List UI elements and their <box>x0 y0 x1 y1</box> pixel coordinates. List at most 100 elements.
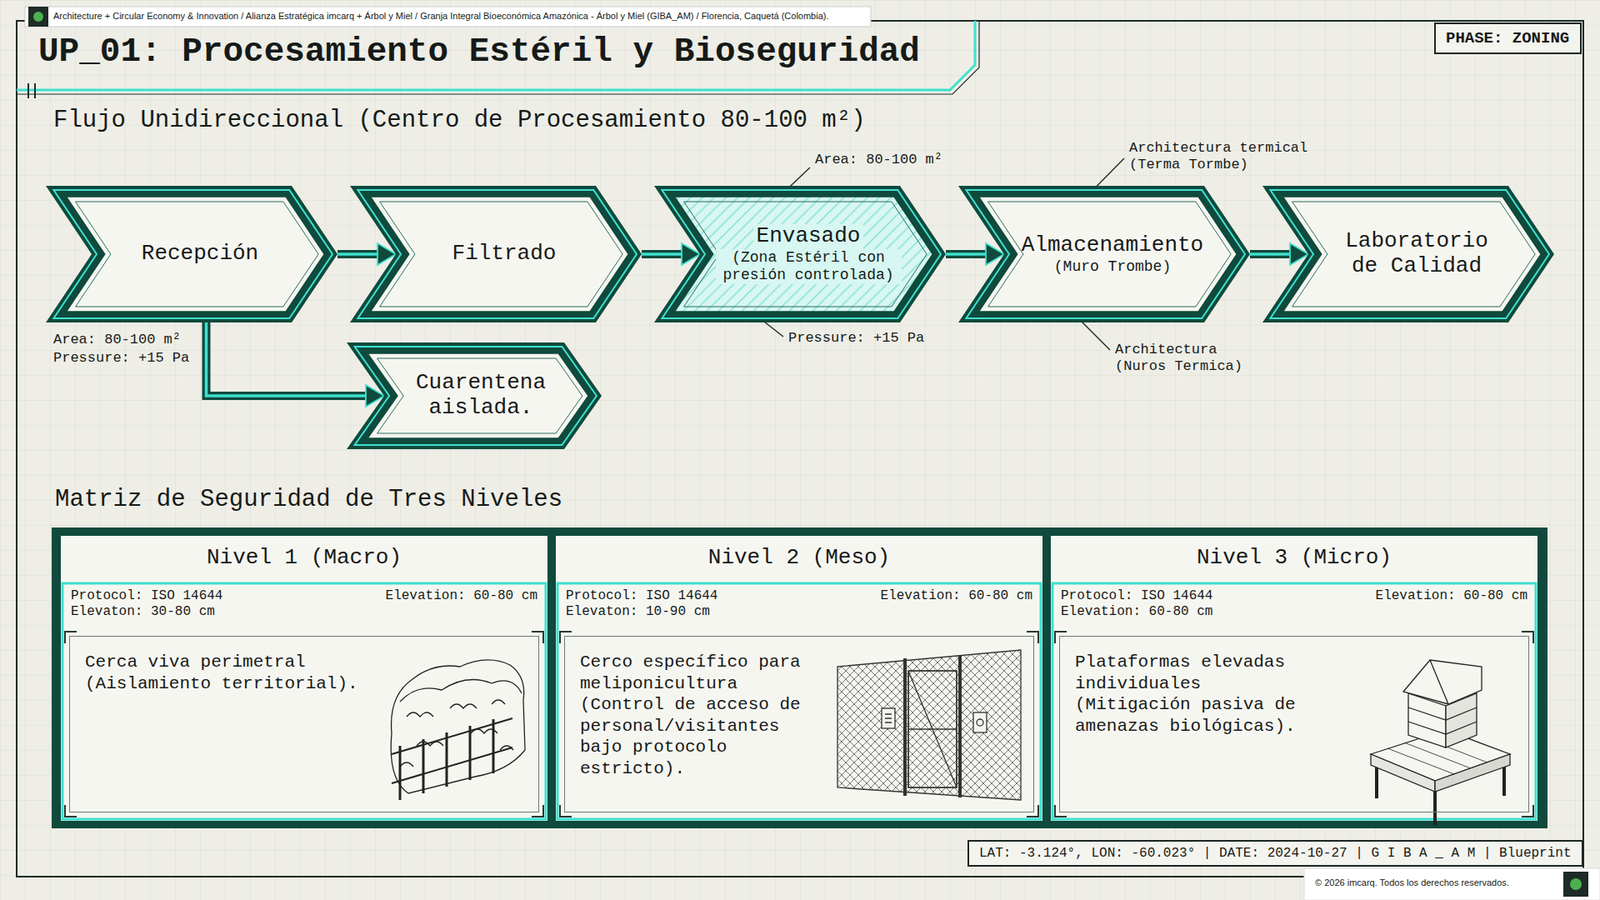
panel-spec: Elevaton: 30-80 cm <box>70 604 215 620</box>
connector-line <box>1250 252 1294 256</box>
panel-heading: Nivel 2 (Meso) <box>555 545 1043 571</box>
security-matrix-frame <box>60 535 548 821</box>
fence-gate-illustration <box>973 712 987 733</box>
description-text: Cerca viva perimetral (Aislamiento terri… <box>85 651 373 695</box>
title-tab <box>16 20 980 95</box>
flow-connector <box>945 243 1005 265</box>
page-frame <box>16 20 1584 877</box>
beehive-platform-illustration <box>1370 660 1510 825</box>
annotation: Area: 80-100 m² <box>815 151 943 169</box>
corner-bracket <box>1055 631 1534 817</box>
header-text: Architecture + Circular Economy & Innova… <box>53 10 830 22</box>
connector-line <box>945 252 990 256</box>
hedge-illustration <box>400 719 494 800</box>
shape <box>1282 196 1541 312</box>
info-box: LAT: -3.124°, LON: -60.023° | DATE: 2024… <box>967 840 1584 867</box>
process-chevron: Recepción <box>45 185 338 323</box>
section-heading: Flujo Unidireccional (Centro de Procesam… <box>53 106 866 136</box>
shape <box>65 196 325 312</box>
shape <box>988 201 1232 307</box>
logo <box>28 6 49 27</box>
chevron-text-area: Filtrado <box>402 202 606 306</box>
chevron-text-area: Recepción <box>98 202 302 306</box>
shape <box>965 190 1245 319</box>
fence-gate-illustration <box>837 650 1021 800</box>
title-tab <box>16 20 980 99</box>
annotation: Pressure: +15 Pa <box>53 350 190 367</box>
connector-line <box>206 322 370 396</box>
connector-line <box>1250 250 1294 259</box>
process-chevron: Laboratorio de Calidad <box>1262 185 1555 323</box>
fence-gate-illustration <box>905 655 960 798</box>
fence-gate-illustration <box>908 670 957 788</box>
diagram-title: UP_01: Procesamiento Estéril y Bioseguri… <box>38 31 920 73</box>
process-note: (Zona Estéril con presión controlada) <box>715 249 902 284</box>
hedge-illustration <box>390 660 525 800</box>
corner-bracket <box>65 631 544 817</box>
security-matrix-frame <box>557 583 1041 820</box>
section-heading: Matriz de Seguridad de Tres Niveles <box>55 485 563 515</box>
panel-spec: Protocol: ISO 14644 <box>70 588 223 605</box>
description-box: Cerco específico para meliponicultura (C… <box>564 635 1035 813</box>
panel-heading: Nivel 1 (Macro) <box>60 545 548 571</box>
panel-heading: Nivel 3 (Micro) <box>1050 545 1538 571</box>
title-tab <box>28 83 35 99</box>
shape <box>1270 190 1550 319</box>
info-box: PHASE: ZONING <box>1434 22 1582 55</box>
shape <box>357 190 637 319</box>
shape <box>367 353 589 439</box>
panel-spec: Elevation: 60-80 cm <box>385 588 538 605</box>
corner-bracket <box>560 631 1039 817</box>
shape <box>978 196 1237 312</box>
annotation: Area: 80-100 m² <box>53 331 181 349</box>
description-box: Plataformas elevadas individuales (Mitig… <box>1059 635 1530 813</box>
hedge-illustration <box>400 680 522 703</box>
annotation: © 2026 imcarq. Todos los derechos reserv… <box>1315 877 1510 889</box>
shape <box>958 185 1250 323</box>
security-matrix-frame <box>51 527 1548 829</box>
panel-spec: Protocol: ISO 14644 <box>1060 588 1213 605</box>
process-chevron: Envasado(Zona Estéril con presión contro… <box>654 185 946 323</box>
fence-gate-illustration <box>908 670 957 788</box>
shape <box>355 346 597 445</box>
security-matrix-frame <box>555 535 1043 821</box>
annotation: Architectura (Nuros Termica) <box>1115 341 1261 376</box>
logo <box>1570 878 1582 890</box>
security-level-panel: Nivel 2 (Meso)Protocol: ISO 14644Elevato… <box>555 535 1043 821</box>
process-chevron: Almacenamiento(Muro Trombe) <box>958 185 1250 323</box>
shape <box>75 201 320 307</box>
security-matrix-frame <box>1052 583 1536 820</box>
shape <box>1292 201 1536 307</box>
shape <box>684 201 928 307</box>
beehive-platform-illustration <box>1370 754 1435 792</box>
process-chevron: Cuarentena aislada. <box>346 342 602 450</box>
panel-spec: Elevation: 60-80 cm <box>1375 588 1528 605</box>
fence-gate-illustration <box>885 714 892 723</box>
beehive-platform-illustration <box>1408 707 1477 735</box>
panel-spec: Elevation: 60-80 cm <box>1060 604 1213 620</box>
process-note: (Muro Trombe) <box>1054 258 1171 276</box>
fence-gate-illustration <box>881 708 895 729</box>
beehive-platform-illustration <box>1435 754 1510 792</box>
security-level-panel: Nivel 3 (Micro)Protocol: ISO 14644Elevat… <box>1050 535 1538 821</box>
flow-connector <box>641 243 700 265</box>
shape <box>53 190 333 319</box>
info-text: PHASE: ZONING <box>1445 29 1570 48</box>
panel-spec: Elevaton: 10-90 cm <box>565 604 710 620</box>
security-level-panel: Nivel 1 (Macro)Protocol: ISO 14644Elevat… <box>60 535 548 821</box>
flow-connector <box>1250 243 1309 265</box>
connector-line <box>206 322 370 396</box>
panel-spec: Elevation: 60-80 cm <box>880 588 1033 605</box>
process-name: Recepción <box>141 241 259 267</box>
process-name: Envasado <box>753 224 865 250</box>
security-matrix-frame <box>1050 535 1538 821</box>
beehive-platform-illustration <box>1403 660 1482 705</box>
annotation: Pressure: +15 Pa <box>788 330 925 347</box>
logo <box>1563 871 1589 897</box>
shape <box>674 196 933 312</box>
description-text: Plataformas elevadas individuales (Mitig… <box>1075 651 1313 737</box>
